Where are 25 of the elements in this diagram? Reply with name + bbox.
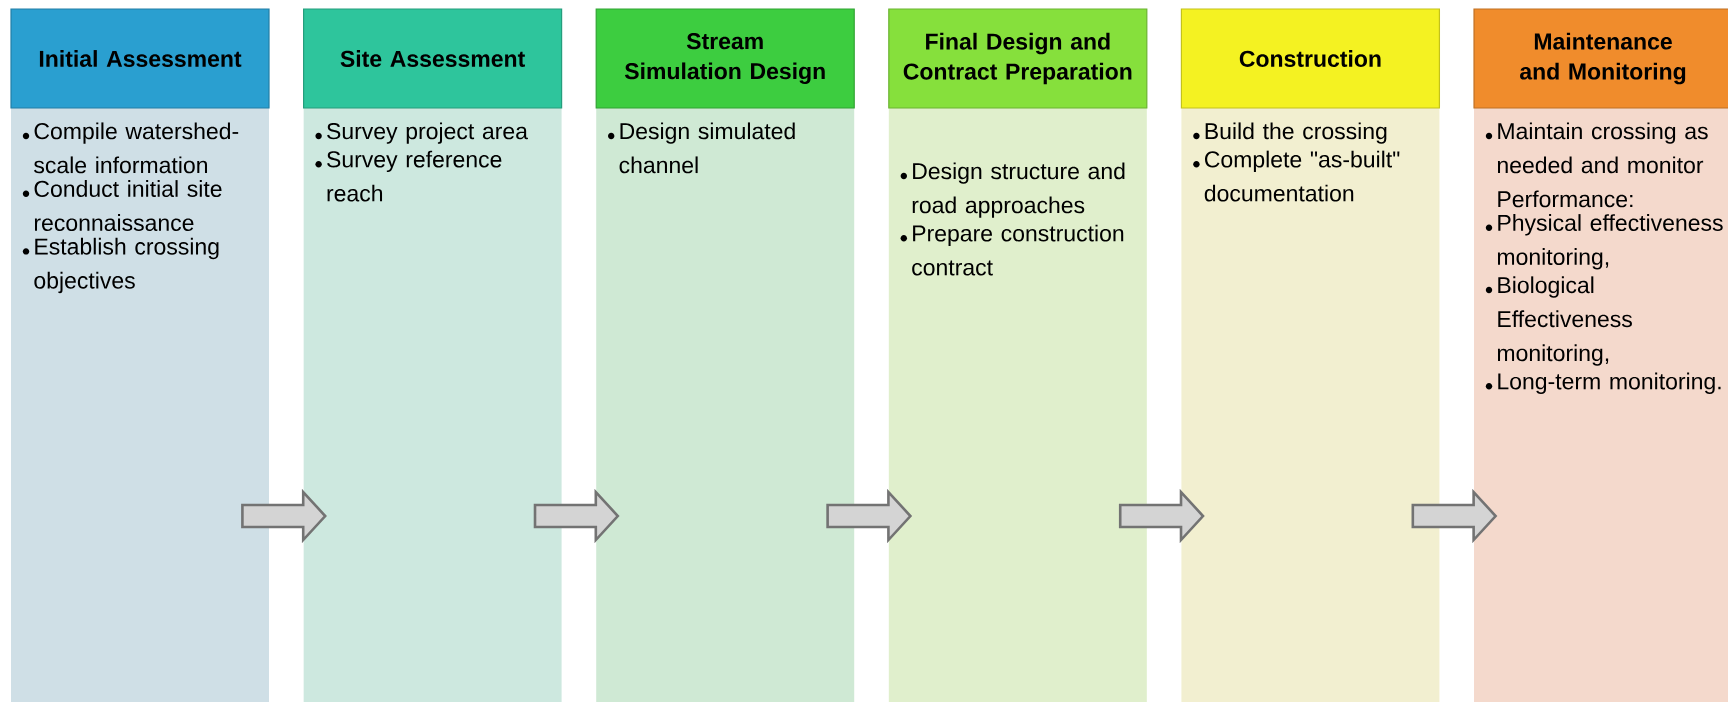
block-arrow: [241, 488, 327, 544]
header-box: Construction: [1180, 8, 1440, 109]
bullet-item: Conduct initial site reconnaissance: [34, 180, 222, 231]
bullet-item: Design structure and road approaches: [912, 162, 1125, 218]
header-box: Initial Assessment: [10, 8, 270, 109]
bullet-item: Compile watershed-scale information: [34, 122, 239, 174]
bullet-item: Prepare construction contract: [912, 224, 1124, 276]
bullet-item: Long-term monitoring.: [1498, 372, 1721, 394]
bullet-item: Maintain crossing as needed and monitor Performance:: [1497, 122, 1708, 208]
bullet-item: Physical effectiveness monitoring,: [1497, 214, 1723, 270]
bullet-item: Survey reference reach: [327, 150, 502, 202]
bullet-item: Build the crossing: [1205, 122, 1387, 144]
block-arrow: [1118, 488, 1205, 544]
bullet-item: Survey project area: [327, 122, 528, 144]
bullet-item: Establish crossing objectives: [34, 237, 219, 294]
block-arrow: [1411, 488, 1498, 544]
header-box: Final Design and Contract Preparation: [888, 8, 1148, 109]
bullet-item: Complete "as-built" documentation: [1204, 150, 1400, 202]
block-arrow: [533, 488, 620, 544]
block-arrow: [826, 488, 913, 544]
header-box: Site Assessment: [303, 8, 563, 109]
bullet-item: Biological Effectiveness monitoring,: [1497, 276, 1632, 366]
header-box: Maintenance and Monitoring: [1473, 8, 1728, 109]
header-box: Stream Simulation Design: [595, 8, 855, 109]
bullet-item: Design simulated channel: [619, 122, 795, 174]
